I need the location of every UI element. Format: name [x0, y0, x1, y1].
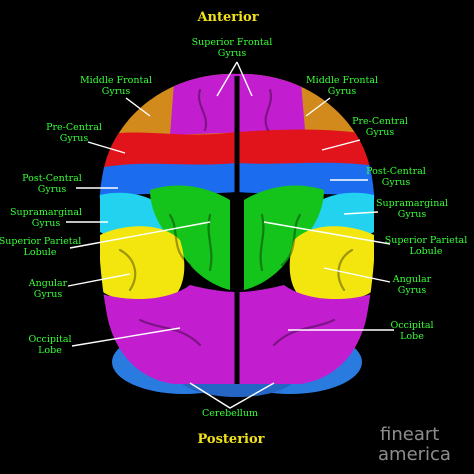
occipital-lobe-right-label-line2: Lobe — [400, 331, 424, 342]
pre-central-gyrus-left-label: Pre-Central — [46, 122, 102, 133]
occipital-lobe-left-label-line2: Lobe — [38, 345, 62, 356]
middle-frontal-gyrus-left-label: Middle Frontal — [80, 75, 152, 86]
supramarginal-gyrus-left-label: Supramarginal — [10, 207, 82, 218]
svg-text:fineart: fineart — [380, 424, 439, 445]
watermark-art: art — [414, 424, 440, 445]
superior-parietal-lobule-left-label: Superior Parietal — [0, 236, 81, 247]
superior-parietal-lobule-right-label-line2: Lobule — [410, 246, 443, 257]
angular-gyrus-left-label-line2: Gyrus — [34, 289, 63, 300]
supramarginal-gyrus-right-label-line2: Gyrus — [398, 209, 427, 220]
occipital-region — [98, 285, 376, 384]
post-central-gyrus-right-label: Post-Central — [366, 166, 426, 177]
occipital-lobe-left-label: Occipital — [28, 334, 71, 345]
posterior-heading: Posterior — [198, 432, 265, 447]
gyri-texture — [118, 88, 354, 347]
middle-frontal-gyrus-right-label: Middle Frontal — [306, 75, 378, 86]
watermark-america: america — [378, 444, 451, 465]
angular-right-region — [289, 226, 374, 302]
supramarginal-gyrus-right-label: Supramarginal — [376, 198, 448, 209]
middle-frontal-gyrus-left-label-line2: Gyrus — [102, 86, 131, 97]
pre-central-region — [98, 129, 376, 172]
pre-central-gyrus-right-label-line2: Gyrus — [366, 127, 395, 138]
superior-frontal-gyrus-label: Superior Frontal — [192, 37, 273, 48]
middle-frontal-gyrus-right-label-line2: Gyrus — [328, 86, 357, 97]
cerebellum-label: Cerebellum — [202, 408, 258, 419]
angular-left-region — [100, 226, 185, 302]
superior-parietal-left-region — [150, 185, 230, 290]
supramarginal-gyrus-left-label-line2: Gyrus — [32, 218, 61, 229]
angular-gyrus-right-label: Angular — [392, 274, 432, 285]
post-central-gyrus-left-label: Post-Central — [22, 173, 82, 184]
angular-gyrus-left-label: Angular — [28, 278, 68, 289]
post-central-gyrus-left-label-line2: Gyrus — [38, 184, 67, 195]
watermark-fine: fine — [380, 424, 414, 445]
superior-frontal-gyrus-label-line2: Gyrus — [218, 48, 247, 59]
pointer-lines — [66, 61, 394, 409]
post-central-gyrus-right-label-line2: Gyrus — [382, 177, 411, 188]
pre-central-gyrus-right-label: Pre-Central — [352, 116, 408, 127]
pre-central-gyrus-left-label-line2: Gyrus — [60, 133, 89, 144]
watermark-logo: fineart america — [378, 424, 451, 465]
superior-parietal-right-region — [244, 185, 324, 290]
anterior-heading: Anterior — [196, 10, 258, 25]
angular-gyrus-right-label-line2: Gyrus — [398, 285, 427, 296]
occipital-lobe-right-label: Occipital — [390, 320, 433, 331]
superior-parietal-lobule-right-label: Superior Parietal — [385, 235, 468, 246]
superior-parietal-lobule-left-label-line2: Lobule — [24, 247, 57, 258]
